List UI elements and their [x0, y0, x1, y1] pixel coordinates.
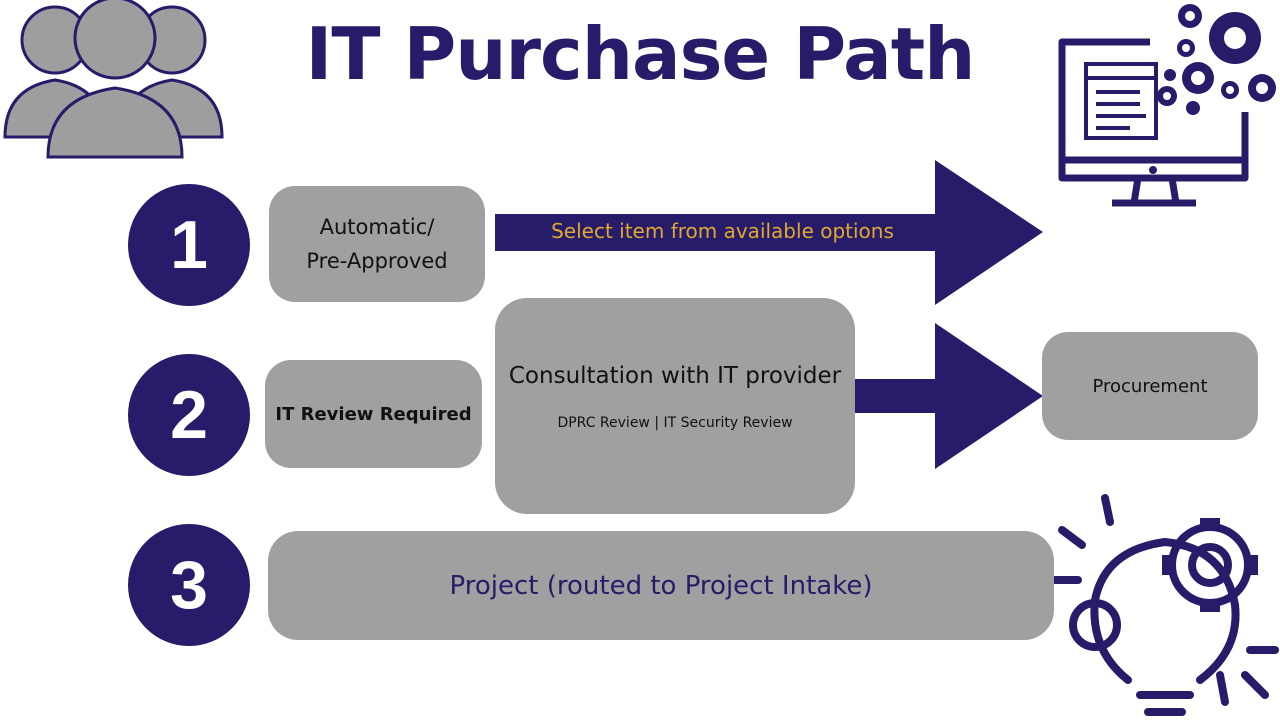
page-title: IT Purchase Path: [305, 12, 976, 96]
consultation-box: Consultation with IT provider DPRC Revie…: [495, 298, 855, 514]
step-1-badge: 1: [128, 184, 250, 306]
consultation-title: Consultation with IT provider: [508, 363, 842, 389]
it-review-required-box: IT Review Required: [265, 360, 482, 468]
project-box: Project (routed to Project Intake): [268, 531, 1054, 640]
to-procurement-arrow: [855, 323, 1043, 469]
select-item-arrow: [495, 160, 1043, 305]
step-2-badge: 2: [128, 354, 250, 476]
lightbulb-gears-icon: [1051, 494, 1279, 716]
it-review-required-label: IT Review Required: [275, 403, 472, 425]
procurement-label: Procurement: [1092, 375, 1208, 397]
consultation-subtitle: DPRC Review | IT Security Review: [557, 415, 793, 431]
select-item-label: Select item from available options: [551, 219, 894, 243]
automatic-preapproved-label: Automatic/ Pre-Approved: [306, 215, 448, 273]
step-3-badge: 3: [128, 524, 250, 646]
computer-gears-icon: [1058, 4, 1276, 207]
people-group-icon: [3, 0, 224, 159]
procurement-box: Procurement: [1042, 332, 1258, 440]
project-label: Project (routed to Project Intake): [449, 570, 873, 601]
automatic-preapproved-box: Automatic/ Pre-Approved: [269, 186, 485, 302]
